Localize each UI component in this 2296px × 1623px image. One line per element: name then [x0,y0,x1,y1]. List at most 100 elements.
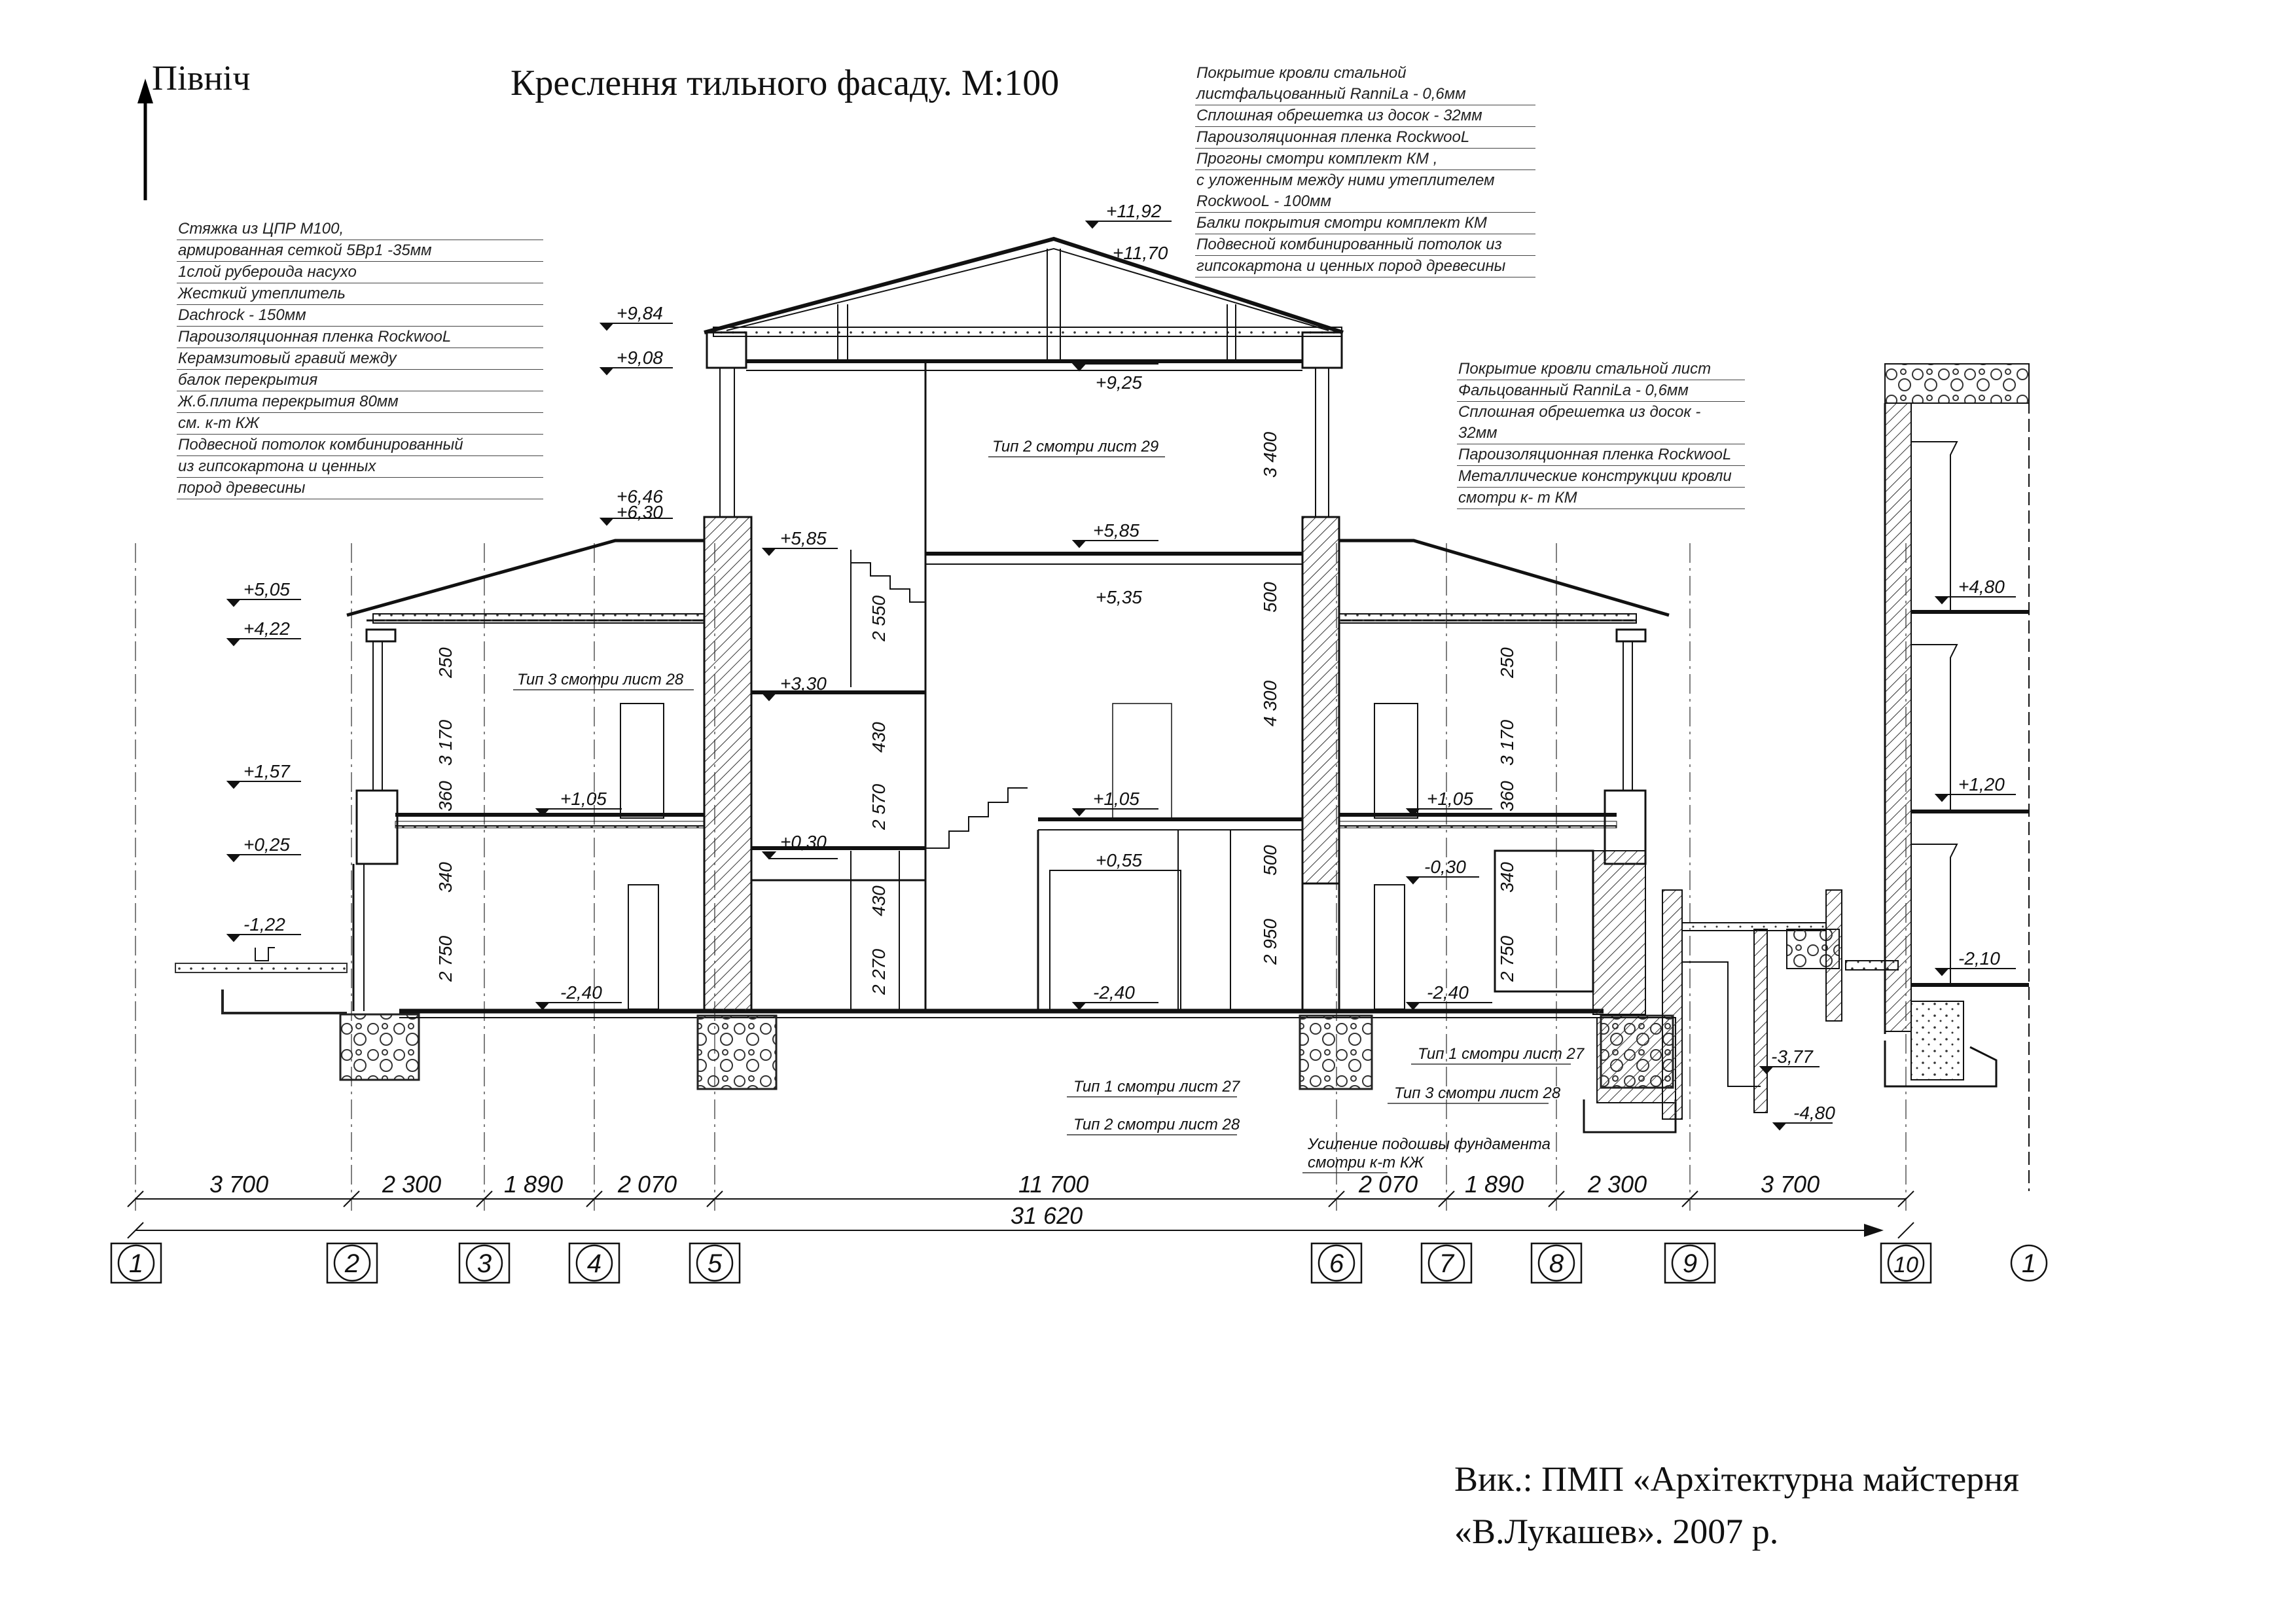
level-label: +5,35 [1096,587,1142,607]
axis-label: 3 [477,1249,492,1278]
hdim-label: 2 300 [1587,1171,1647,1198]
note-line: см. к-т КЖ [177,413,543,435]
level-label: +4,80 [1958,577,2005,597]
type-label: смотри к-т КЖ [1308,1154,1425,1171]
note-line: Прогоны смотри комплект КМ , [1195,149,1535,170]
hdim-label: 11 700 [1018,1171,1088,1198]
hdim-label: 2 070 [1358,1171,1418,1198]
vdim-label: 430 [869,885,889,916]
axis-label: 1 [129,1249,143,1278]
horizontal-dimension-labels: 3 700 2 300 1 890 2 070 11 700 2 070 1 8… [209,1171,1820,1229]
type-labels: Тип 2 смотри лист 29 Тип 3 смотри лист 2… [513,438,1585,1173]
type-label: Тип 3 смотри лист 28 [1394,1084,1561,1102]
type-label: Тип 1 смотри лист 27 [1418,1045,1585,1063]
vdim-label: 360 [1497,781,1517,812]
note-line: Dachrock - 150мм [177,305,543,327]
axis-label: 7 [1439,1249,1455,1278]
vdim-label: 430 [869,722,889,753]
level-label: -1,22 [243,914,285,935]
ground-left [175,963,420,1081]
axis-markers [110,1242,2048,1284]
level-label: -3,77 [1771,1046,1814,1067]
note-line: Покрытие кровли стальной листфальцованны… [1195,63,1535,105]
note-line: Ж.б.плита перекрытия 80мм [177,391,543,413]
axis-label: 9 [1683,1249,1697,1278]
north-label: Північ [152,58,251,98]
note-line: Металлические конструкции кровли [1457,466,1745,488]
note-line: балок перекрытия [177,370,543,391]
vdim-label: 4 300 [1260,681,1280,726]
type-label: Тип 2 смотри лист 28 [1073,1116,1240,1133]
level-label: -4,80 [1793,1103,1835,1123]
note-line: Стяжка из ЦПР М100, [177,219,543,240]
level-label: +1,05 [1427,789,1473,809]
right-core-column [1301,516,1340,1011]
type-label: Тип 1 смотри лист 27 [1073,1078,1241,1096]
level-label: -2,40 [560,982,602,1003]
type-label: Усиление подошвы фундамента [1307,1135,1551,1153]
level-label: +9,25 [1096,372,1142,393]
vdim-label: 360 [435,781,456,812]
hdim-label: 3 700 [209,1171,268,1198]
axis-label: 2 [344,1249,359,1278]
level-label: +5,85 [1093,520,1139,541]
note-line: Пароизоляционная пленка RockwooL [1457,444,1745,466]
note-line: Керамзитовый гравий между [177,348,543,370]
hdim-label: 2 300 [382,1171,441,1198]
floor-spec-note-left: Стяжка из ЦПР М100, армированная сеткой … [177,219,543,499]
level-label: +9,84 [617,303,663,323]
drawing-title: Креслення тильного фасаду. М:100 [511,63,1060,103]
note-line: гипсокартона и ценных пород древесины [1195,256,1535,277]
level-labels: +5,05 +4,22 +1,57 +0,25 -1,22 +9,84 +9,0… [243,201,2005,1123]
axis-label: 5 [708,1249,723,1278]
foundation-axis-5 [696,1014,778,1090]
level-label: -2,10 [1958,948,2000,969]
vdim-label: 250 [1497,647,1517,679]
hdim-label: 3 700 [1761,1171,1820,1198]
central-volume [704,236,1344,1012]
vdim-label: 340 [435,862,456,893]
vdim-label: 3 400 [1260,432,1280,478]
vdim-label: 2 750 [1497,936,1517,982]
note-line: пород древесины [177,478,543,499]
level-label: +11,70 [1113,243,1168,263]
level-label: +11,92 [1106,201,1162,221]
level-label: +6,30 [617,502,663,522]
level-label: +6,46 [617,486,663,507]
axis-label: 6 [1329,1249,1344,1278]
credits: Вик.: ПМП «Архітектурна майстерня «В.Лук… [1454,1453,2019,1558]
vdim-label: 500 [1260,582,1280,613]
note-line: Пароизоляционная пленка RockwooL [1195,127,1535,149]
horizontal-dimension-lines [127,1190,1914,1239]
vertical-dimensions: 250 3 170 360 340 2 750 2 550 430 2 570 … [435,432,1517,995]
level-label: +0,25 [243,834,290,855]
axis-label: 1 [2022,1249,2036,1278]
level-label: +5,05 [243,579,290,599]
note-line: Жесткий утеплитель [177,283,543,305]
foundation-axis-6 [1299,1014,1373,1090]
hdim-label: 1 890 [504,1171,563,1198]
vdim-label: 2 550 [869,596,889,642]
level-label: +5,85 [780,528,827,548]
axis-label: 8 [1549,1249,1564,1278]
left-wing [255,539,705,1011]
note-line: Фальцованный RanniLa - 0,6мм [1457,380,1745,402]
type-label: Тип 2 смотри лист 29 [992,438,1158,455]
level-label: +9,08 [617,348,663,368]
note-line: армированная сеткой 5Вр1 -35мм [177,240,543,262]
vdim-label: 500 [1260,845,1280,876]
vdim-label: 3 170 [435,720,456,766]
note-line: Сплошная обрешетка из досок - 32мм [1195,105,1535,127]
north-arrow-icon [137,79,153,200]
axis-labels: 1 2 3 4 5 6 7 8 9 10 1 [129,1249,2036,1278]
vdim-label: 3 170 [1497,720,1517,766]
note-line: Подвесной комбинированный потолок из [1195,234,1535,256]
level-label: +1,05 [1093,789,1139,809]
note-line: Сплошная обрешетка из досок - 32мм [1457,402,1745,444]
vdim-label: 2 270 [869,949,889,995]
right-wing [1338,539,1670,1015]
credits-line-1: Вик.: ПМП «Архітектурна майстерня [1454,1459,2019,1499]
hdim-label: 31 620 [1011,1202,1083,1229]
vdim-label: 340 [1497,862,1517,893]
